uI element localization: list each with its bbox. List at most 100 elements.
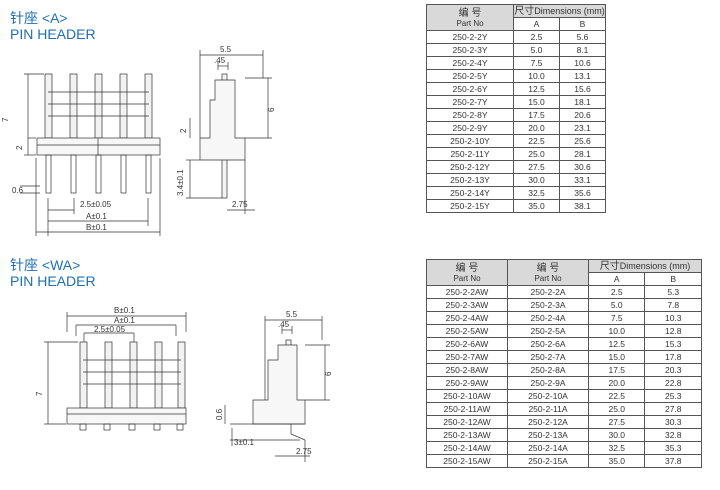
table-cell-part: 250-2-12Y xyxy=(426,160,514,174)
table-cell-a: 17.5 xyxy=(587,363,646,377)
table-cell-a: 27.5 xyxy=(513,160,560,174)
a-dim-b: B±0.1 xyxy=(86,223,107,232)
table-cell-part1: 250-2-13AW xyxy=(426,428,508,442)
table-cell-b: 13.1 xyxy=(558,69,607,83)
a-dim-2-side: 2 xyxy=(179,128,188,133)
table-cell-part2: 250-2-12A xyxy=(507,415,589,429)
table-cell-a: 20.0 xyxy=(587,376,646,390)
table-cell-b: 15.6 xyxy=(558,82,607,96)
table-cell-part2: 250-2-8A xyxy=(507,363,589,377)
table-cell-a: 17.5 xyxy=(513,108,560,122)
wa-dim-45: .45 xyxy=(278,320,290,329)
table-cell-a: 2.5 xyxy=(513,30,560,44)
table-cell-part1: 250-2-12AW xyxy=(426,415,508,429)
table-cell-b: 12.8 xyxy=(644,324,702,338)
table-a-col-a: A xyxy=(513,17,560,31)
table-cell-part1: 250-2-7AW xyxy=(426,350,508,364)
a-dim-06: 0.6 xyxy=(12,186,24,195)
wa-side-view xyxy=(224,316,330,462)
table-cell-part: 250-2-11Y xyxy=(426,147,514,161)
table-cell-part1: 250-2-5AW xyxy=(426,324,508,338)
table-cell-part2: 250-2-3A xyxy=(507,298,589,312)
table-wa-col-b: B xyxy=(644,272,702,286)
table-cell-b: 25.3 xyxy=(644,389,702,403)
table-cell-a: 10.0 xyxy=(587,324,646,338)
table-cell-a: 2.5 xyxy=(587,285,646,299)
table-cell-b: 35.3 xyxy=(644,441,702,455)
section-a-title-en: PIN HEADER xyxy=(10,26,96,42)
a-dim-7: 7 xyxy=(1,117,10,122)
table-cell-b: 30.6 xyxy=(558,160,607,174)
table-wa-col-a: A xyxy=(587,272,646,286)
table-cell-part2: 250-2-7A xyxy=(507,350,589,364)
table-cell-a: 12.5 xyxy=(587,337,646,351)
table-cell-b: 27.8 xyxy=(644,402,702,416)
table-cell-b: 32.8 xyxy=(644,428,702,442)
a-dim-6: 6 xyxy=(267,107,276,112)
table-cell-part: 250-2-13Y xyxy=(426,173,514,187)
table-cell-b: 35.6 xyxy=(558,186,607,200)
table-cell-part: 250-2-5Y xyxy=(426,69,514,83)
section-a-title: 针座 <A> PIN HEADER xyxy=(10,10,96,42)
table-cell-b: 7.8 xyxy=(644,298,702,312)
table-cell-part2: 250-2-2A xyxy=(507,285,589,299)
wa-dim-55: 5.5 xyxy=(286,310,298,319)
table-cell-b: 8.1 xyxy=(558,43,607,57)
table-cell-part: 250-2-8Y xyxy=(426,108,514,122)
wa-dim-3: 3±0.1 xyxy=(234,438,255,447)
table-cell-b: 15.3 xyxy=(644,337,702,351)
table-cell-part1: 250-2-3AW xyxy=(426,298,508,312)
section-wa-title-en: PIN HEADER xyxy=(10,273,96,289)
table-cell-a: 27.5 xyxy=(587,415,646,429)
table-cell-a: 32.5 xyxy=(513,186,560,200)
wa-dim-b: B±0.1 xyxy=(114,306,135,315)
table-wa-part-header-1: 编 号 Part No xyxy=(426,259,508,286)
table-cell-b: 10.6 xyxy=(558,56,607,70)
table-cell-b: 5.3 xyxy=(644,285,702,299)
table-cell-part1: 250-2-11AW xyxy=(426,402,508,416)
wa-dim-7: 7 xyxy=(35,391,44,396)
wa-dim-pitch: 2.5±0.05 xyxy=(94,325,126,334)
table-cell-a: 7.5 xyxy=(587,311,646,325)
table-cell-part1: 250-2-15AW xyxy=(426,454,508,468)
table-cell-part2: 250-2-14A xyxy=(507,441,589,455)
table-cell-b: 28.1 xyxy=(558,147,607,161)
table-cell-part2: 250-2-9A xyxy=(507,376,589,390)
table-cell-part2: 250-2-13A xyxy=(507,428,589,442)
table-cell-b: 37.8 xyxy=(644,454,702,468)
table-cell-a: 32.5 xyxy=(587,441,646,455)
table-cell-a: 35.0 xyxy=(513,199,560,213)
a-dim-pitch: 2.5±0.05 xyxy=(80,200,112,209)
table-cell-part1: 250-2-9AW xyxy=(426,376,508,390)
table-cell-a: 7.5 xyxy=(513,56,560,70)
table-cell-b: 23.1 xyxy=(558,121,607,135)
a-side-view xyxy=(186,50,272,214)
table-a-part-header: 编 号 Part No xyxy=(426,4,514,31)
wa-dim-6: 6 xyxy=(324,371,333,376)
table-cell-part2: 250-2-11A xyxy=(507,402,589,416)
table-cell-a: 22.5 xyxy=(587,389,646,403)
table-cell-a: 20.0 xyxy=(513,121,560,135)
table-cell-a: 22.5 xyxy=(513,134,560,148)
table-cell-part2: 250-2-6A xyxy=(507,337,589,351)
table-cell-a: 5.0 xyxy=(587,298,646,312)
table-a: 编 号 Part No 尺寸Dimensions (mm) A B 250-2-… xyxy=(426,4,607,213)
table-cell-a: 15.0 xyxy=(513,95,560,109)
section-wa-title-cn: 针座 <WA> xyxy=(10,257,81,273)
a-dim-275: 2.75 xyxy=(232,200,248,209)
section-a-title-cn: 针座 <A> xyxy=(10,10,68,26)
